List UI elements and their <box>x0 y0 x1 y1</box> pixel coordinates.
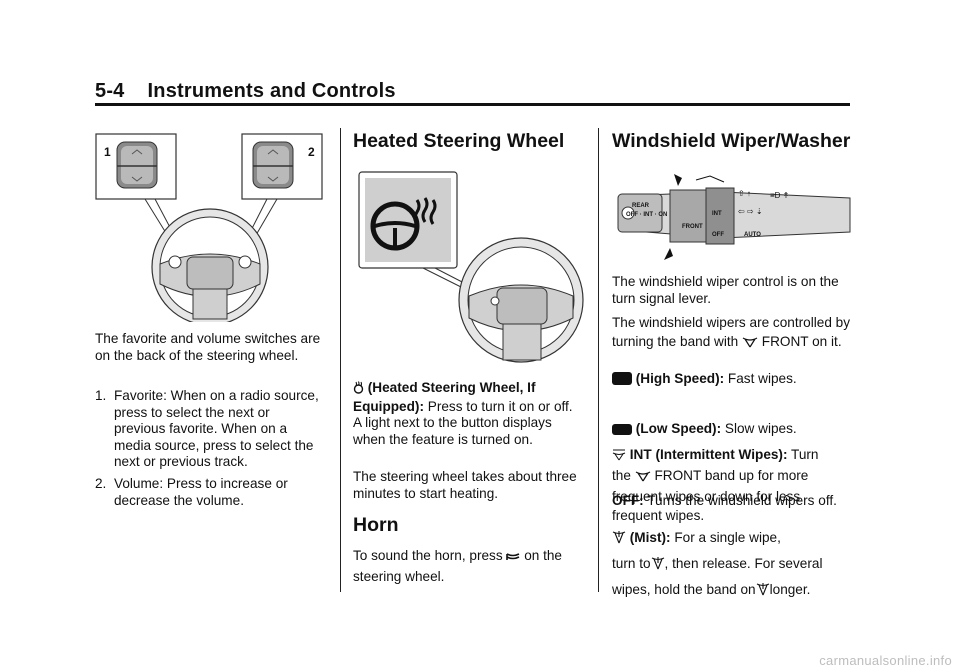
column-heated-wheel-horn: Heated Steering Wheel (Heated Steering W… <box>353 128 588 588</box>
page-title: 5-4 Instruments and Controls <box>95 80 396 102</box>
mist-text: For a single wipe, <box>674 530 781 545</box>
intermittent-text-line2-start: the <box>612 468 631 483</box>
off-row: OFF: Turns the windshield wipers off. <box>612 493 852 510</box>
mist-text-line2-start: turn to <box>612 556 651 571</box>
steering-switches-figure <box>95 133 323 322</box>
intermittent-icon <box>612 447 626 466</box>
section-heading-heated-wheel: Heated Steering Wheel <box>353 130 565 152</box>
stalk-label-auto: AUTO <box>744 232 761 238</box>
front-wiper-icon <box>635 468 651 487</box>
off-label: OFF: <box>612 493 644 508</box>
wiper-intro: The windshield wiper control is on the t… <box>612 274 839 306</box>
low-speed-text: Slow wipes. <box>724 421 797 436</box>
high-speed-icon <box>612 371 632 390</box>
stalk-label-front: FRONT <box>682 224 703 230</box>
column-wiper-washer: Windshield Wiper/Washer ⇧ ↑ ≡D ↟ ⇦ ⇨ ⇣ R… <box>612 128 852 598</box>
intermittent-label: INT (Intermittent Wipes): <box>629 447 788 462</box>
svg-text:≡D ↟: ≡D ↟ <box>770 191 789 200</box>
list-item-number: 2. <box>95 476 107 491</box>
section-heading-horn: Horn <box>353 514 399 536</box>
mist-label: (Mist): <box>629 530 671 545</box>
horn-icon <box>506 548 520 567</box>
list-item-text: Favorite: When on a radio source, press … <box>114 388 319 469</box>
horn-text-start: To sound the horn, press <box>353 548 503 563</box>
mist-icon <box>612 528 626 552</box>
watermark: carmanualsonline.info <box>819 653 952 668</box>
list-item: 2. Volume: Press to increase or decrease… <box>95 476 325 516</box>
figure-callout-2: 2 <box>308 145 315 159</box>
svg-text:⇦ ⇨ ⇣: ⇦ ⇨ ⇣ <box>738 207 763 216</box>
intermittent-text: Turn <box>791 447 819 462</box>
mist-text-line3-start: wipes, hold the band on <box>612 582 756 597</box>
stalk-label-off: OFF <box>712 232 724 238</box>
low-speed-row: (Low Speed): Slow wipes. <box>612 421 852 440</box>
mist-row: (Mist): For a single wipe, turn to , then… <box>612 526 852 604</box>
horn-text: To sound the horn, press on the steering… <box>353 546 588 586</box>
stalk-label-off-int-on: OFF · INT · ON <box>626 212 668 218</box>
heating-time-text: The steering wheel takes about three min… <box>353 469 577 501</box>
mist-icon <box>756 580 770 604</box>
intermittent-row: INT (Intermittent Wipes): Turn the FRONT… <box>612 445 852 525</box>
wiper-band-text: The windshield wipers are controlled by … <box>612 313 852 353</box>
figure-callout-1: 1 <box>104 145 111 159</box>
mist-icon <box>651 554 665 578</box>
heated-wheel-description: (Heated Steering Wheel, If Equipped): Pr… <box>353 380 581 448</box>
svg-text:⇧ ↑: ⇧ ↑ <box>738 189 751 198</box>
stalk-label-int: INT <box>712 211 722 217</box>
mist-text-line3-end: longer. <box>769 582 811 597</box>
column-steering-switches: 1 2 The favorite and volume switches are… <box>95 128 325 528</box>
wiper-stalk-figure: ⇧ ↑ ≡D ↟ ⇦ ⇨ ⇣ <box>617 174 851 260</box>
column-divider <box>598 128 599 592</box>
high-speed-label: (High Speed): <box>635 371 725 386</box>
heated-wheel-figure <box>358 171 584 363</box>
mist-text-line2-end: , then release. For several <box>664 556 823 571</box>
heated-wheel-label: (Heated Steering Wheel, If Equipped): <box>353 380 536 414</box>
high-speed-text: Fast wipes. <box>727 371 797 386</box>
column-divider <box>340 128 341 592</box>
stalk-label-rear: REAR <box>632 203 650 209</box>
intermittent-text-line2-end: FRONT band up for more frequent wipes or… <box>612 468 809 523</box>
intro-text: The favorite and volume switches are on … <box>95 331 321 363</box>
list-item-text: Volume: Press to increase or decrease th… <box>114 476 288 508</box>
page-header: 5-4 Instruments and Controls <box>95 80 850 108</box>
front-wiper-icon <box>742 334 758 353</box>
list-item: 1. Favorite: When on a radio source, pre… <box>95 388 325 473</box>
section-heading-wiper: Windshield Wiper/Washer <box>612 130 851 152</box>
low-speed-icon <box>612 423 632 440</box>
heated-wheel-icon <box>353 381 364 399</box>
list-item-number: 1. <box>95 388 107 403</box>
wiper-band-text-end: FRONT on it. <box>761 334 842 349</box>
high-speed-row: (High Speed): Fast wipes. <box>612 371 852 390</box>
wiper-band-text-start: The windshield wipers are controlled by … <box>612 315 851 349</box>
low-speed-label: (Low Speed): <box>635 421 722 436</box>
off-text: Turns the windshield wipers off. <box>647 493 837 508</box>
horn-text-end: on the steering wheel. <box>353 548 562 584</box>
heated-wheel-text: Press to turn it on or off. A light next… <box>353 398 573 447</box>
header-rule <box>95 103 850 106</box>
